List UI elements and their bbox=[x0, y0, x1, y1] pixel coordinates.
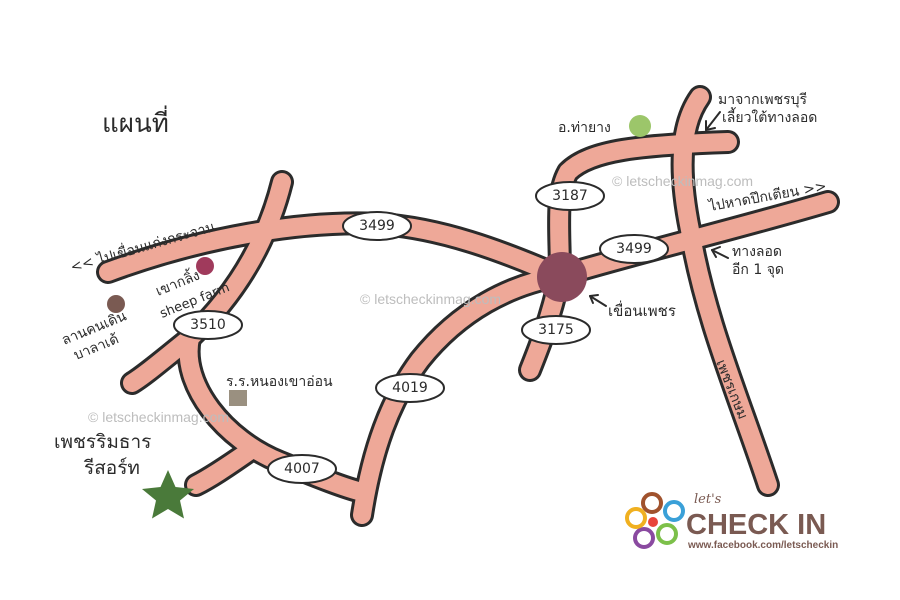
watermark: © letscheckinmag.com bbox=[612, 173, 753, 189]
label-underpass: ทางลอด bbox=[732, 244, 782, 260]
map-title: แผนที่ bbox=[102, 105, 169, 139]
route-shield-3175: 3175 bbox=[521, 315, 591, 345]
svg-text:3175: 3175 bbox=[538, 322, 574, 338]
route-shield-3499: 3499 bbox=[599, 234, 669, 264]
arrow-icon bbox=[705, 111, 721, 131]
route-shield-4019: 4019 bbox=[375, 373, 445, 403]
khao-kling-marker bbox=[196, 257, 214, 275]
svg-text:4007: 4007 bbox=[284, 461, 320, 477]
arrow-icon bbox=[589, 294, 607, 307]
watermark: © letscheckinmag.com bbox=[88, 409, 229, 425]
label-dam: เขื่อนเพชร bbox=[608, 300, 676, 320]
svg-text:4019: 4019 bbox=[392, 380, 428, 396]
label-turn-south: เลี้ยวใต้ทางลอด bbox=[722, 107, 817, 126]
label-resort-line2: รีสอร์ท bbox=[83, 457, 140, 479]
label-resort-line1: เพชรริมธาร bbox=[54, 431, 151, 453]
route-shield-3499: 3499 bbox=[342, 211, 412, 241]
route-shield-3510: 3510 bbox=[173, 310, 243, 340]
arrow-icon bbox=[711, 246, 729, 259]
brand-small: let's bbox=[694, 492, 722, 507]
road-phetkasem bbox=[673, 88, 777, 494]
road-4019 bbox=[353, 267, 569, 524]
svg-text:3510: 3510 bbox=[190, 317, 226, 333]
brand-url: www.facebook.com/letscheckin bbox=[687, 540, 838, 551]
svg-text:3499: 3499 bbox=[359, 218, 395, 234]
dam-marker bbox=[537, 252, 587, 302]
label-from-phetchaburi: มาจากเพชรบุรี bbox=[718, 92, 808, 108]
label-school: ร.ร.หนองเขาอ่อน bbox=[226, 374, 333, 390]
road-resort-spur bbox=[187, 443, 257, 494]
brand-logo bbox=[625, 492, 685, 549]
school-marker bbox=[229, 390, 247, 406]
svg-text:3499: 3499 bbox=[616, 241, 652, 257]
label-one-more: อีก 1 จุด bbox=[732, 262, 784, 278]
bala-de-marker bbox=[107, 295, 125, 313]
svg-text:3187: 3187 bbox=[552, 188, 588, 204]
watermark: © letscheckinmag.com bbox=[360, 291, 501, 307]
label-tha-yang: อ.ท่ายาง bbox=[558, 120, 611, 136]
roads bbox=[99, 88, 837, 524]
road-3187 bbox=[550, 133, 737, 285]
route-shield-4007: 4007 bbox=[267, 454, 337, 484]
route-shield-3187: 3187 bbox=[535, 181, 605, 211]
road-4007 bbox=[179, 329, 371, 501]
tha-yang-marker bbox=[629, 115, 651, 137]
resort-star-icon bbox=[142, 470, 194, 519]
brand-name: CHECK IN bbox=[686, 509, 826, 541]
